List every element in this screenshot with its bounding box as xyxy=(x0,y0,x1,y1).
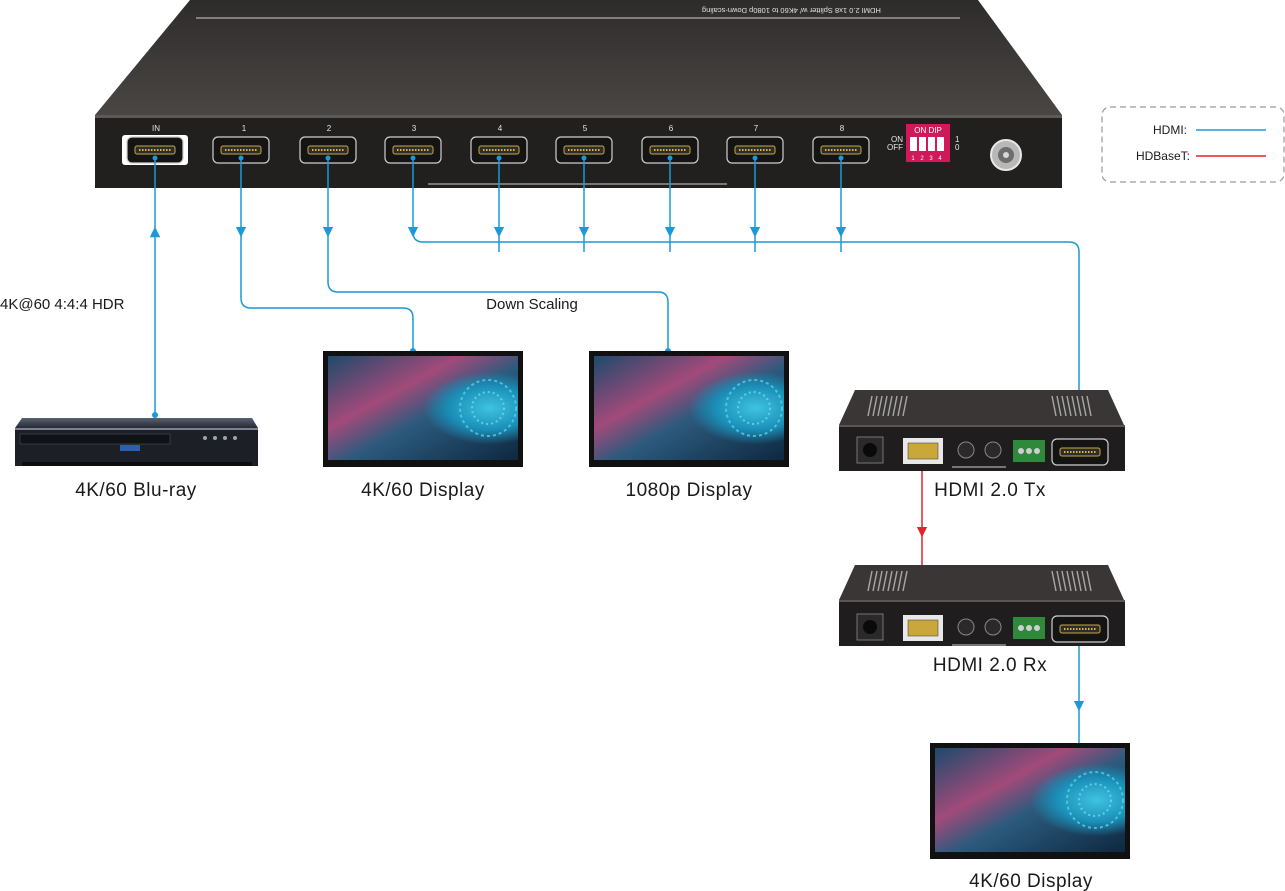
legend: HDMI: HDBaseT: xyxy=(1101,106,1285,183)
hdbaset-transmitter xyxy=(839,390,1125,471)
input-label: IN xyxy=(152,124,160,133)
output-label-5: 5 xyxy=(583,124,588,133)
dip-switch[interactable]: ON DIP 1 2 3 4 xyxy=(906,124,950,162)
dip-title: ON DIP xyxy=(914,126,942,135)
hdbaset-receiver xyxy=(839,565,1125,646)
splitter-device: HDMI 2.0 1x8 Splitter w/ 4K60 to 1080p D… xyxy=(95,0,1062,188)
power-connector-icon xyxy=(990,139,1022,171)
bluray-player xyxy=(15,418,258,466)
display-4k-1-caption: 4K/60 Display xyxy=(361,480,485,501)
output-label-8: 8 xyxy=(840,124,845,133)
tx-hdmi-in-port[interactable] xyxy=(1051,438,1109,466)
output-label-3: 3 xyxy=(412,124,417,133)
down-scaling-label: Down Scaling xyxy=(486,296,578,313)
tx-caption: HDMI 2.0 Tx xyxy=(934,480,1046,501)
display-4k-2-caption: 4K/60 Display xyxy=(969,871,1093,891)
legend-hdbaset-label: HDBaseT: xyxy=(1136,149,1190,163)
display-1080p-caption: 1080p Display xyxy=(626,480,753,501)
output-label-4: 4 xyxy=(498,124,503,133)
rx-caption: HDMI 2.0 Rx xyxy=(933,655,1047,676)
splitter-top-text: HDMI 2.0 1x8 Splitter w/ 4K60 to 1080p D… xyxy=(702,6,881,15)
rx-hdmi-out-port[interactable] xyxy=(1051,615,1109,643)
dip-one-label: 1 xyxy=(955,135,960,144)
dip-switch-4-label: 4 xyxy=(938,156,942,162)
bluray-caption: 4K/60 Blu-ray xyxy=(75,480,197,501)
output-label-2: 2 xyxy=(327,124,332,133)
dip-zero-label: 0 xyxy=(955,143,960,152)
output-label-6: 6 xyxy=(669,124,674,133)
dip-on-label: ON xyxy=(891,135,903,144)
display-4k-2 xyxy=(929,742,1131,860)
output-label-7: 7 xyxy=(754,124,759,133)
bluray-logo-icon xyxy=(120,445,140,451)
display-1080p xyxy=(588,350,790,468)
input-signal-label: 4K@60 4:4:4 HDR xyxy=(0,296,125,313)
output-label-1: 1 xyxy=(242,124,247,133)
dip-off-label: OFF xyxy=(887,143,903,152)
dip-switch-3-label: 3 xyxy=(929,156,933,162)
legend-hdmi-label: HDMI: xyxy=(1153,123,1187,137)
dip-switch-2-label: 2 xyxy=(920,156,924,162)
splitter-top-face xyxy=(95,0,1062,115)
dip-switch-1-label: 1 xyxy=(911,156,915,162)
display-4k-1 xyxy=(322,350,524,468)
